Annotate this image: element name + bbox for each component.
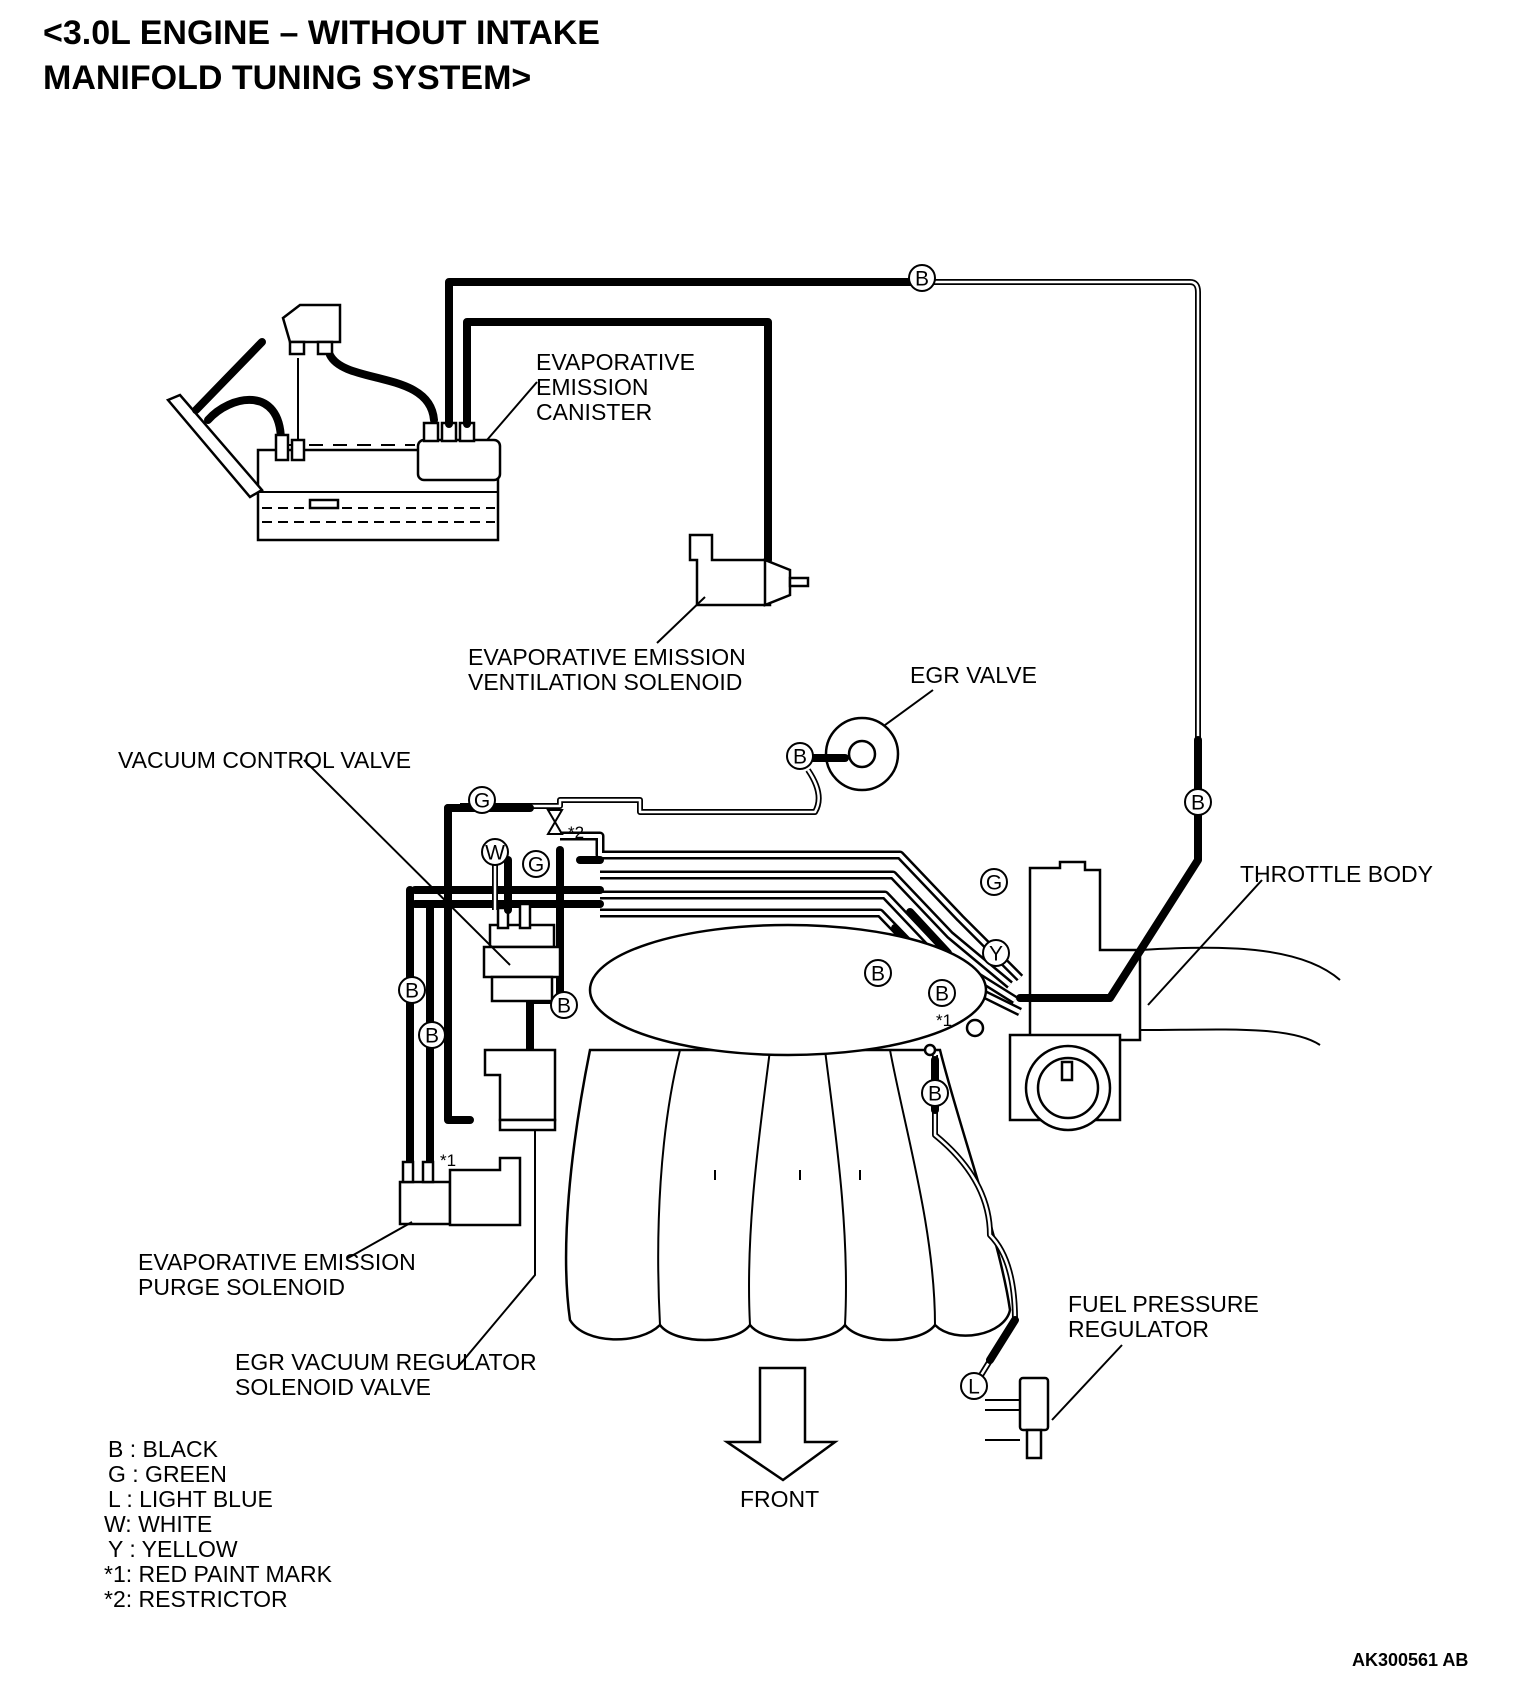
hose-tag: B [928,979,956,1007]
svg-text:W: W [485,842,505,865]
evaporative-emission-purge-solenoid [398,1156,522,1227]
svg-text:Y: Y [989,943,1003,966]
throttle-body-leader-line [1147,879,1263,1006]
ventilation-solenoid-label-line-2: VENTILATION SOLENOID [468,669,742,695]
red-paint-mark-throttle: *1 [936,1011,952,1030]
purge-solenoid-label-line-1: EVAPORATIVE EMISSION [138,1249,416,1275]
svg-text:G: G [986,872,1002,895]
egr-valve-leader-line [884,689,934,726]
intake-manifold [564,923,1012,1342]
svg-text:L: L [968,1376,980,1399]
legend-item: L : LIGHT BLUE [108,1486,273,1512]
throttle-body [1008,860,1341,1132]
hose-tag: B [550,991,578,1019]
egr-vacuum-regulator-solenoid-valve [483,1048,557,1132]
fuel-pressure-regulator [985,1376,1050,1460]
egr-regulator-leader-line [456,1130,536,1369]
hose-tag: B [864,959,892,987]
svg-text:B: B [928,1083,942,1106]
svg-text:B: B [935,983,949,1006]
hose-tag: B [1184,788,1212,816]
purge-solenoid-label-line-2: PURGE SOLENOID [138,1274,345,1300]
vacuum-control-valve-leader-line [303,759,511,966]
throttle-body-label: THROTTLE BODY [1240,861,1433,887]
hose-canister-to-ventilation-solenoid [463,318,772,564]
hose-tag: G [980,868,1008,896]
egr-valve [824,716,900,792]
legend-item: Y : YELLOW [108,1536,238,1562]
evaporative-emission-ventilation-solenoid [688,533,810,607]
egr-regulator-label-line-1: EGR VACUUM REGULATOR [235,1349,537,1375]
diagram-title-line-2: MANIFOLD TUNING SYSTEM> [43,59,531,97]
canister-label-line-2: EMISSION [536,374,648,400]
hose-tag: B [908,264,936,292]
hose-tag: Y [982,939,1010,967]
egr-valve-label: EGR VALVE [910,662,1037,688]
svg-text:G: G [528,854,544,877]
hose-tag: B [921,1079,949,1107]
legend-item: G : GREEN [108,1461,227,1487]
svg-text:B: B [1191,792,1205,815]
svg-text:B: B [405,980,419,1003]
legend-item: W: WHITE [104,1511,212,1537]
legend-item: B : BLACK [108,1436,219,1462]
hose-tag: G [468,786,496,814]
fuel-pressure-regulator-label-line-2: REGULATOR [1068,1316,1209,1342]
canister-label-line-3: CANISTER [536,399,652,425]
front-label: FRONT [740,1486,819,1512]
hose-vacuum-g [444,804,474,1124]
legend-item: *1: RED PAINT MARK [104,1561,333,1587]
svg-text:B: B [871,963,885,986]
hose-tag: W [481,838,509,866]
vacuum-control-valve [482,902,562,1003]
red-paint-mark-purge: *1 [440,1151,456,1170]
vacuum-control-valve-label: VACUUM CONTROL VALVE [118,747,411,773]
figure-code: AK300561 AB [1352,1650,1468,1670]
restrictor-icon [546,809,564,835]
diagram-title-line-1: <3.0L ENGINE – WITHOUT INTAKE [43,14,600,52]
svg-text:G: G [474,790,490,813]
fuel-pressure-regulator-leader-line [1051,1344,1123,1421]
hose-canister-to-throttle-black [445,278,922,428]
evaporative-emission-canister [416,421,502,482]
hose-tag: B [786,742,814,770]
front-arrow-icon [722,1366,839,1482]
legend: B : BLACK G : GREEN L : LIGHT BLUE W: WH… [104,1436,333,1612]
hose-tag: L [960,1372,988,1400]
restrictor-mark: *2 [568,823,584,842]
canister-label-line-1: EVAPORATIVE [536,349,695,375]
hose-tag: G [522,850,550,878]
purge-solenoid-leader-line [347,1221,413,1259]
legend-item: *2: RESTRICTOR [104,1586,288,1612]
svg-text:B: B [557,995,571,1018]
ventilation-solenoid-label-line-1: EVAPORATIVE EMISSION [468,644,746,670]
hose-tag: B [418,1021,446,1049]
ventilation-solenoid-leader-line [656,596,706,644]
svg-text:B: B [793,746,807,769]
svg-text:B: B [915,268,929,291]
hose-tag: B [398,976,426,1004]
egr-regulator-label-line-2: SOLENOID VALVE [235,1374,431,1400]
fuel-pressure-regulator-label-line-1: FUEL PRESSURE [1068,1291,1259,1317]
canister-leader-line [486,381,538,441]
svg-text:B: B [425,1025,439,1048]
